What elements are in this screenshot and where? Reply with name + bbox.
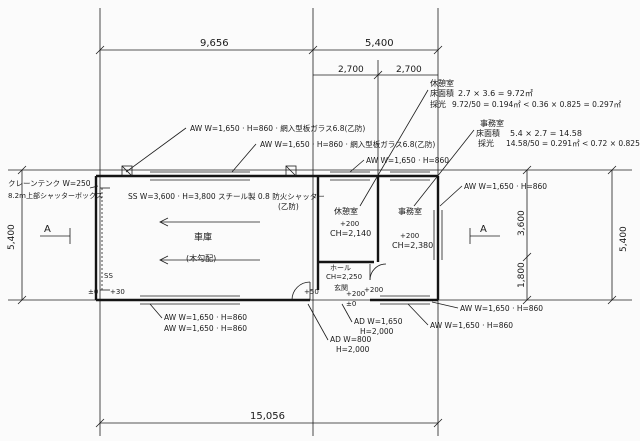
dim-sub-right: 2,700 (396, 65, 422, 75)
room-hall-ch: CH=2,250 (326, 273, 362, 281)
shutter-hatch (100, 187, 110, 291)
room-entrance: 玄関 (334, 283, 348, 292)
right-dimension-lines (522, 165, 617, 305)
dim-left-height: 5,400 (7, 224, 17, 250)
outer-walls (94, 174, 440, 302)
level-plus-30: +30 (110, 288, 125, 296)
callout-ad-2b: H=2,000 (336, 345, 370, 354)
ss-mark: SS (104, 272, 113, 280)
callout-ad-2: AD W=800 (330, 335, 372, 344)
room-rest-floor: +200 (340, 220, 359, 228)
level-zero-entrance: ±0 (346, 300, 356, 308)
callout-aw-top-1: AW W=1,650 · H=860 · 網入型板ガラス6.8(乙防) (190, 123, 365, 133)
room-office-floor: +200 (400, 232, 419, 240)
note-office-title: 事務室 (480, 118, 504, 128)
leader-ad-2 (307, 303, 329, 341)
callout-aw-top-3: AW W=1,650 · H=860 (366, 156, 449, 165)
leader-aw-top-3 (349, 159, 365, 173)
note-office-area-value: 5.4 × 2.7 = 14.58 (510, 129, 582, 138)
garage-arrows (159, 217, 260, 265)
section-mark-a-left: A (44, 224, 51, 235)
leader-crane (89, 185, 99, 189)
callout-ad-1: AD W=1,650 (354, 317, 403, 326)
section-marks (40, 228, 500, 244)
top-dimension-line (95, 45, 443, 80)
callout-aw-right-1: AW W=1,650 · H=860 (464, 182, 547, 191)
note-rest-area-label: 床面積 (430, 88, 454, 98)
dim-bottom-total: 15,056 (250, 411, 285, 422)
callout-aw-bottom-right-2: AW W=1,650 · H=860 (430, 321, 513, 330)
room-office-ch: CH=2,380 (392, 241, 433, 250)
room-garage-sub: (木勾配) (186, 253, 216, 263)
room-office: 事務室 (398, 206, 422, 216)
leader-aw-right-1 (439, 185, 463, 207)
callout-aw-bottom-left-2: AW W=1,650 · H=860 (164, 324, 247, 333)
dim-right-lower: 1,800 (517, 262, 527, 288)
leader-ad-1 (341, 303, 353, 323)
note-rest-light-label: 採光 (430, 99, 446, 109)
bottom-dimension-line (95, 418, 443, 428)
level-plus-50: +50 (304, 288, 319, 296)
leader-aw-bottom-right-2 (407, 303, 429, 326)
note-rest-title: 休憩室 (430, 78, 454, 88)
leader-aw-top-1 (125, 127, 187, 173)
dim-top-left: 9,656 (200, 38, 229, 49)
note-office-light-label: 採光 (478, 138, 494, 148)
note-office-area-label: 床面積 (476, 128, 500, 138)
leader-aw-bottom-left (149, 303, 163, 319)
room-garage: 車庫 (194, 231, 212, 243)
callout-ad-1b: H=2,000 (360, 327, 394, 336)
callout-aw-top-2: AW W=1,650 · H=860 · 網入型板ガラス6.8(乙防) (260, 139, 435, 149)
note-leader-lines (359, 89, 475, 207)
room-hall: ホール (330, 264, 351, 272)
dim-right-height: 5,400 (619, 226, 629, 252)
level-plus-200-a: +200 (346, 290, 365, 298)
leader-aw-top-2 (231, 143, 257, 173)
note-rest-light-value: 9.72/50 = 0.194㎡ < 0.36 × 0.825 = 0.297㎡ (452, 100, 622, 109)
callout-shutter: SS W=3,600 · H=3,800 スチール製 0.8 防火シャッター (128, 191, 325, 201)
fan-symbols (121, 165, 297, 177)
callout-crane: クレーンテンク W=250 (8, 179, 91, 188)
door-swings (291, 263, 387, 301)
left-dimension-line (17, 165, 27, 305)
callout-crane-2: 8.2m上部シャッターボックス (8, 191, 103, 200)
leader-aw-bottom-right-1 (431, 301, 459, 309)
dim-top-right: 5,400 (365, 38, 394, 49)
level-plus-200-b: +200 (364, 286, 383, 294)
room-rest: 休憩室 (334, 206, 358, 216)
room-rest-ch: CH=2,140 (330, 229, 371, 238)
note-office-light-value: 14.58/50 = 0.291㎡ < 0.72 × 0.825 × (506, 139, 640, 148)
callout-shutter-2: (乙防) (278, 201, 299, 211)
notes-block: 休憩室 床面積 2.7 × 3.6 = 9.72㎡ 採光 9.72/50 = 0… (430, 78, 640, 148)
section-mark-a-right: A (480, 224, 487, 235)
dim-sub-left: 2,700 (338, 65, 364, 75)
callout-aw-bottom-left-1: AW W=1,650 · H=860 (164, 313, 247, 322)
level-zero-left: ±0 (88, 288, 98, 296)
note-rest-area-value: 2.7 × 3.6 = 9.72㎡ (458, 89, 533, 98)
callout-aw-bottom-right-1: AW W=1,650 · H=860 (460, 304, 543, 313)
window-marks (140, 171, 443, 305)
dim-right-upper: 3,600 (517, 210, 527, 236)
